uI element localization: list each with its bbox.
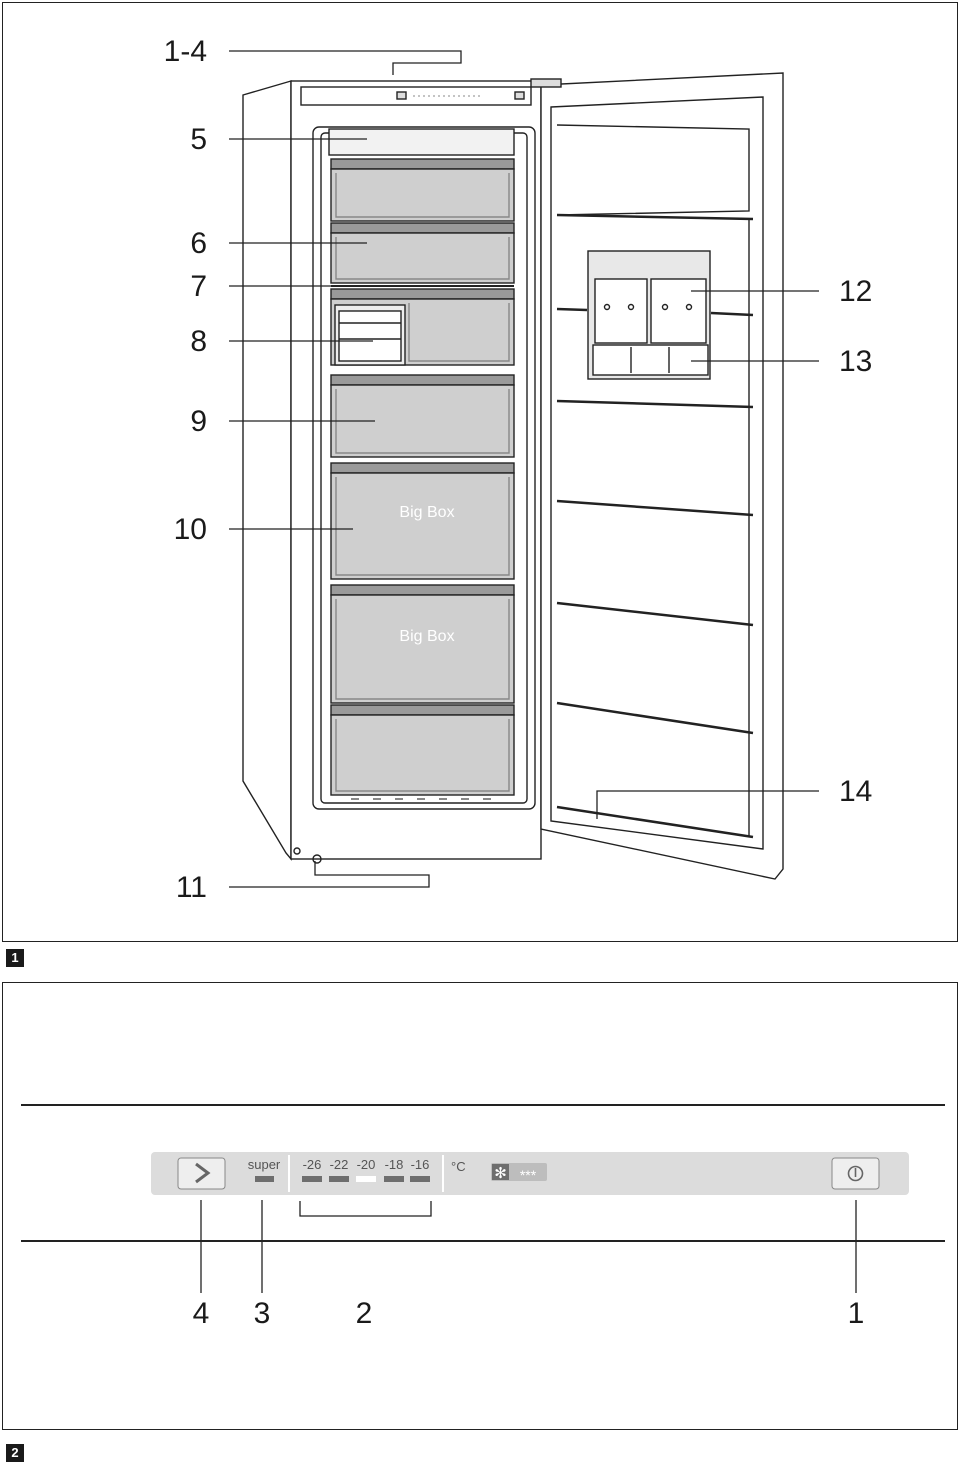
door-hinge — [530, 78, 562, 88]
temp-indicator-minus-18 — [384, 1176, 404, 1182]
big-box-label-2: Big Box — [399, 628, 454, 645]
callout-6: 6 — [190, 227, 207, 260]
big-box-label-1: Big Box — [399, 504, 454, 521]
temp-label-minus-22: -22 — [330, 1157, 349, 1172]
temp-label-minus-20: -20 — [357, 1157, 376, 1172]
temp-label-minus-26: -26 — [303, 1157, 322, 1172]
callout-1-4: 1-4 — [164, 35, 207, 68]
unit-label: °C — [451, 1159, 466, 1174]
snowflake-icon: ✻ — [494, 1165, 507, 1182]
control-strip-knob-left — [396, 91, 407, 100]
drawer-2 — [330, 222, 515, 284]
figure-2-control-panel: super -26 -22 -20 -18 -16 °C ✻ *** — [2, 982, 958, 1430]
cold-accumulator-right — [650, 278, 707, 344]
super-label: super — [248, 1157, 281, 1172]
on-off-button[interactable] — [831, 1157, 880, 1190]
callout-12: 12 — [839, 275, 872, 308]
freezer-star-rating: ✻ *** — [491, 1163, 547, 1183]
freezer-illustration: Big Box Big Box 1-4 5 6 7 8 9 10 11 12 1… — [164, 35, 873, 904]
callout-3: 3 — [254, 1297, 271, 1330]
drawer-4 — [330, 374, 515, 458]
callout-2: 2 — [356, 1297, 373, 1330]
select-button[interactable] — [177, 1157, 226, 1190]
door-shelf-bars — [556, 124, 754, 839]
callout-1: 1 — [848, 1297, 865, 1330]
temp-indicator-minus-26 — [302, 1176, 322, 1182]
leader-11 — [229, 861, 430, 888]
figure-1-badge: 1 — [6, 949, 24, 967]
figure-2-badge: 2 — [6, 1444, 24, 1462]
temp-label-minus-16: -16 — [411, 1157, 430, 1172]
foot-center — [312, 854, 322, 864]
star-rating-text: *** — [520, 1167, 537, 1183]
chevron-right-icon — [195, 1162, 211, 1184]
callout-7: 7 — [190, 270, 207, 303]
callout-8: 8 — [190, 325, 207, 358]
drawer-bottom — [330, 704, 515, 796]
drawer-big-box-2 — [330, 584, 515, 704]
temp-indicator-minus-22 — [329, 1176, 349, 1182]
callout-5: 5 — [190, 123, 207, 156]
callout-4: 4 — [193, 1297, 210, 1330]
drawer-1 — [330, 158, 515, 222]
leader-1-4 — [229, 50, 462, 75]
top-flap — [328, 128, 515, 156]
foot-left — [293, 847, 301, 855]
cabinet-side — [242, 80, 292, 861]
ice-cube-tray — [334, 304, 406, 366]
leader-2 — [299, 1201, 432, 1217]
leader-14 — [596, 790, 819, 819]
callout-9: 9 — [190, 405, 207, 438]
storage-time-table — [592, 344, 709, 376]
power-icon — [847, 1165, 864, 1182]
temp-label-minus-18: -18 — [385, 1157, 404, 1172]
temp-indicator-minus-16 — [410, 1176, 430, 1182]
callout-13: 13 — [839, 345, 872, 378]
cold-accumulator-holder — [587, 250, 711, 380]
temp-indicator-minus-20-active — [356, 1176, 376, 1182]
callout-14: 14 — [839, 775, 872, 808]
control-strip-knob-right — [514, 91, 525, 100]
drawer-big-box-1 — [330, 462, 515, 580]
cold-accumulator-left — [594, 278, 648, 344]
callout-10: 10 — [174, 513, 207, 546]
control-strip — [300, 86, 532, 106]
freezer-door — [540, 72, 784, 880]
callout-11: 11 — [176, 871, 207, 904]
figure-1-freezer-overview: Big Box Big Box 1-4 5 6 7 8 9 10 11 12 1… — [2, 2, 958, 942]
control-panel-illustration: super -26 -22 -20 -18 -16 °C ✻ *** — [21, 1104, 945, 1330]
super-indicator — [255, 1176, 274, 1182]
